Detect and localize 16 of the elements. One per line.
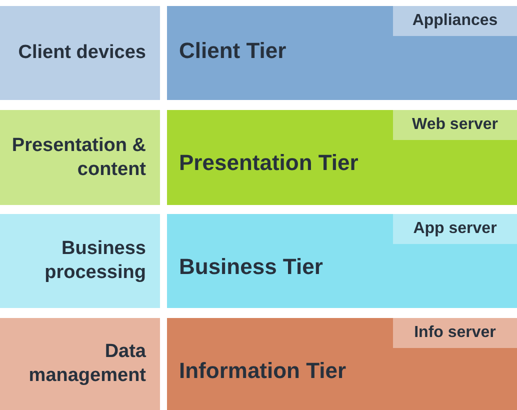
tier-panel bbox=[167, 6, 517, 100]
tier-title: Client Tier bbox=[179, 38, 286, 64]
tier-panel bbox=[167, 214, 517, 308]
row-label: Presentation & content bbox=[0, 110, 160, 205]
server-badge: Info server bbox=[393, 318, 517, 348]
tier-title: Business Tier bbox=[179, 254, 323, 280]
row-label: Client devices bbox=[0, 6, 160, 100]
tier-panel bbox=[167, 110, 517, 205]
tier-panel bbox=[167, 318, 517, 410]
row-label: Business processing bbox=[0, 214, 160, 308]
server-badge: Web server bbox=[393, 110, 517, 140]
server-badge: Appliances bbox=[393, 6, 517, 36]
tier-title: Presentation Tier bbox=[179, 150, 358, 176]
tier-title: Information Tier bbox=[179, 358, 346, 384]
server-badge: App server bbox=[393, 214, 517, 244]
row-label: Data management bbox=[0, 318, 160, 410]
